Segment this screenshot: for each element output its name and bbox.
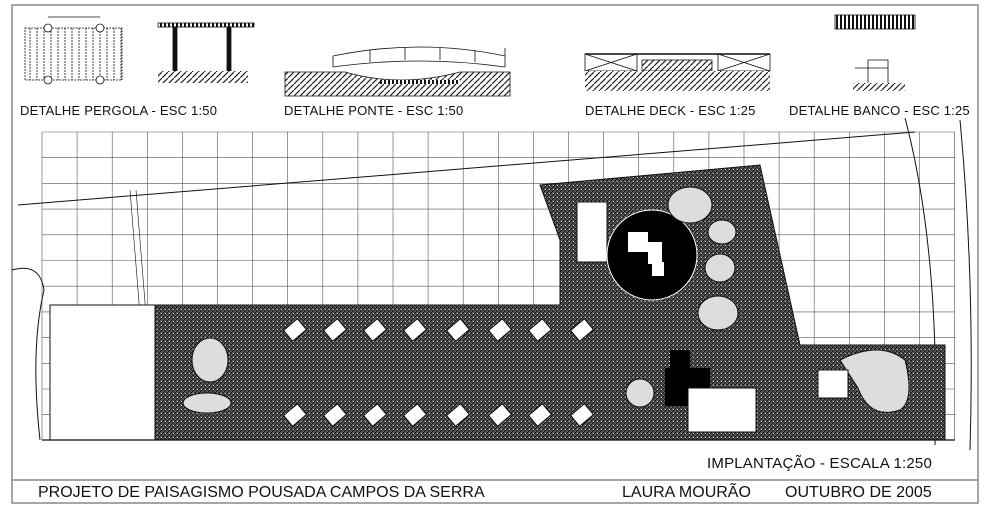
deck-detail-label: DETALHE DECK - ESC 1:25 xyxy=(585,103,756,118)
planting-beds xyxy=(182,186,910,414)
bench-detail xyxy=(834,14,916,91)
parking-space xyxy=(487,403,513,427)
annex-building xyxy=(817,369,849,399)
boundary-line xyxy=(17,131,916,206)
main-building xyxy=(687,387,757,433)
pergola-elevation-detail xyxy=(157,22,255,83)
building-block xyxy=(576,201,608,263)
parking-spaces xyxy=(282,318,595,427)
site-plan-label: IMPLANTAÇÃO - ESCALA 1:250 xyxy=(707,455,933,472)
parking-space xyxy=(322,403,348,427)
parking-space xyxy=(362,403,388,427)
parking-space xyxy=(569,318,595,342)
parking-space xyxy=(322,318,348,342)
parking-space xyxy=(402,403,428,427)
parking-space xyxy=(527,318,553,342)
project-date: OUTUBRO DE 2005 xyxy=(785,484,932,501)
parking-space xyxy=(282,318,308,342)
bridge-detail xyxy=(284,46,511,97)
parking-space xyxy=(282,403,308,427)
parking-space xyxy=(445,318,471,342)
author-name: LAURA MOURÃO xyxy=(622,484,751,501)
lawn-area xyxy=(49,304,156,441)
parking-space xyxy=(569,403,595,427)
sheet-border xyxy=(11,4,979,504)
project-title: PROJETO DE PAISAGISMO POUSADA CAMPOS DA … xyxy=(38,484,485,501)
pergola-plan-detail xyxy=(24,16,123,85)
paved-area xyxy=(154,164,946,441)
parking-space xyxy=(527,403,553,427)
bench-detail-label: DETALHE BANCO - ESC 1:25 xyxy=(789,103,970,118)
deck-detail xyxy=(584,53,771,91)
parking-space xyxy=(487,318,513,342)
pergola-detail-label: DETALHE PERGOLA - ESC 1:50 xyxy=(20,103,218,118)
parking-space xyxy=(402,318,428,342)
bridge-detail-label: DETALHE PONTE - ESC 1:50 xyxy=(284,103,464,118)
parking-space xyxy=(362,318,388,342)
parking-space xyxy=(445,403,471,427)
